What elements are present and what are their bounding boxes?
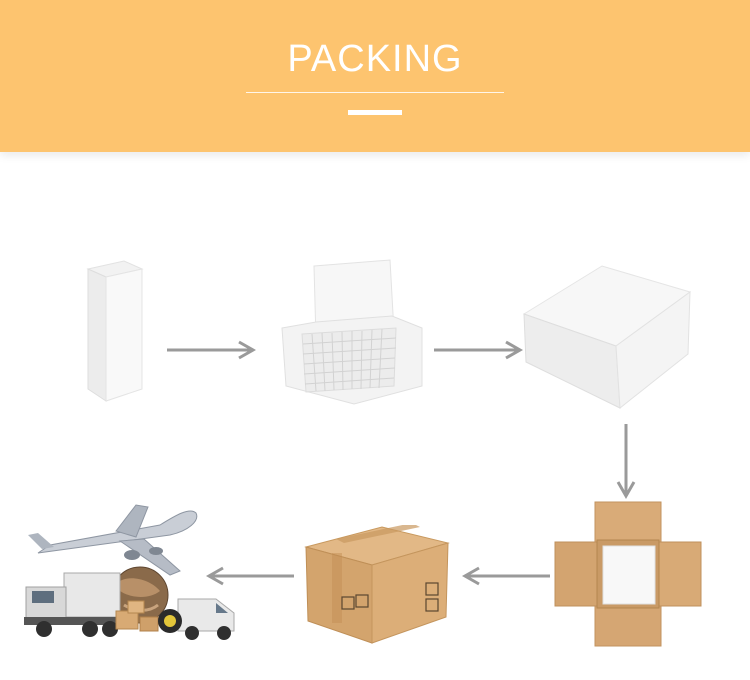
logistics-transport-icon [20,495,240,645]
open-carton-icon [553,500,703,648]
title-accent-bar [348,110,402,115]
arrow-down-icon [616,422,636,502]
header-banner: PACKING [0,0,750,152]
arrow-right-icon [165,340,260,360]
title-underline [246,92,504,93]
truck-icon [24,572,124,637]
arrow-right-icon [432,340,527,360]
page-title: PACKING [287,38,463,80]
closed-white-box-icon [520,262,695,412]
airplane-icon [28,504,198,576]
arrow-left-icon [202,566,297,586]
open-tray-icon [272,258,432,408]
single-box-icon [80,255,160,405]
arrow-left-icon [458,566,553,586]
closed-carton-icon [302,525,452,645]
van-icon [177,598,235,640]
